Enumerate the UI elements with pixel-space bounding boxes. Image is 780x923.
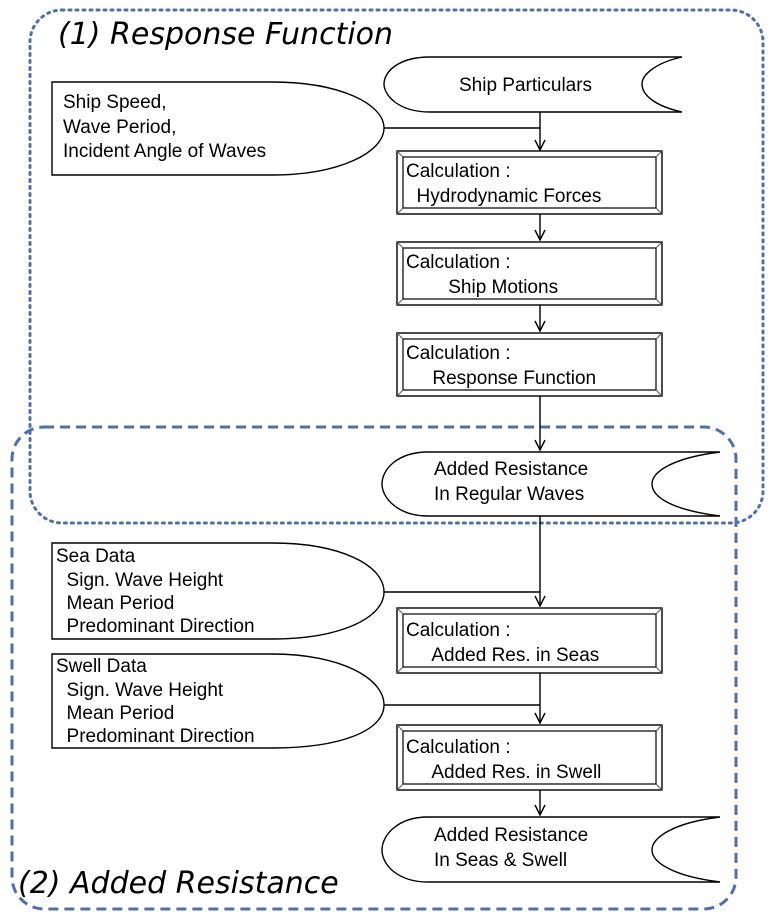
response-function-group-boundary <box>28 8 765 525</box>
response-function-group-label: (1) Response Function <box>58 17 393 52</box>
ship-particulars-store-shape <box>383 56 683 113</box>
hydrodynamic-forces-process <box>396 150 663 215</box>
sea-data-label: Sea Data Sign. Wave Height Mean Period P… <box>0 0 270 637</box>
added-resistance-group-label: (2) Added Resistance <box>18 866 339 901</box>
swell-data-label: Swell Data Sign. Wave Height Mean Period… <box>0 0 270 747</box>
added-resistance-regular-label: Added Resistance In Regular Waves <box>0 0 615 505</box>
connectors <box>384 112 540 815</box>
added-resistance-seas-swell-label: Added Resistance In Seas & Swell <box>434 825 588 871</box>
response-function-process <box>396 332 663 397</box>
ship-motions-process <box>396 241 663 306</box>
hydrodynamic-forces-label: Calculation : Hydrodynamic Forces <box>0 0 617 207</box>
ship-conditions-input-shape <box>51 81 385 176</box>
response-function-label: Calculation : Response Function <box>0 0 612 389</box>
added-resistance-regular-store-shape <box>381 451 721 517</box>
ship-particulars-label: Ship Particulars <box>0 0 608 96</box>
added-resistance-seas-swell-store-shape <box>381 816 721 883</box>
added-res-seas-label: Calculation : Added Res. in Seas <box>406 620 599 666</box>
added-res-seas-process <box>396 607 663 674</box>
swell-data-input-shape <box>51 653 385 749</box>
ship-conditions-label: Ship Speed, Wave Period, Incident Angle … <box>0 0 282 162</box>
added-resistance-group-boundary <box>10 425 738 911</box>
ship-motions-label: Calculation : Ship Motions <box>0 0 574 298</box>
sea-data-input-shape <box>51 542 385 640</box>
added-res-swell-process <box>396 724 663 791</box>
added-res-swell-label: Calculation : Added Res. in Swell <box>406 737 601 783</box>
